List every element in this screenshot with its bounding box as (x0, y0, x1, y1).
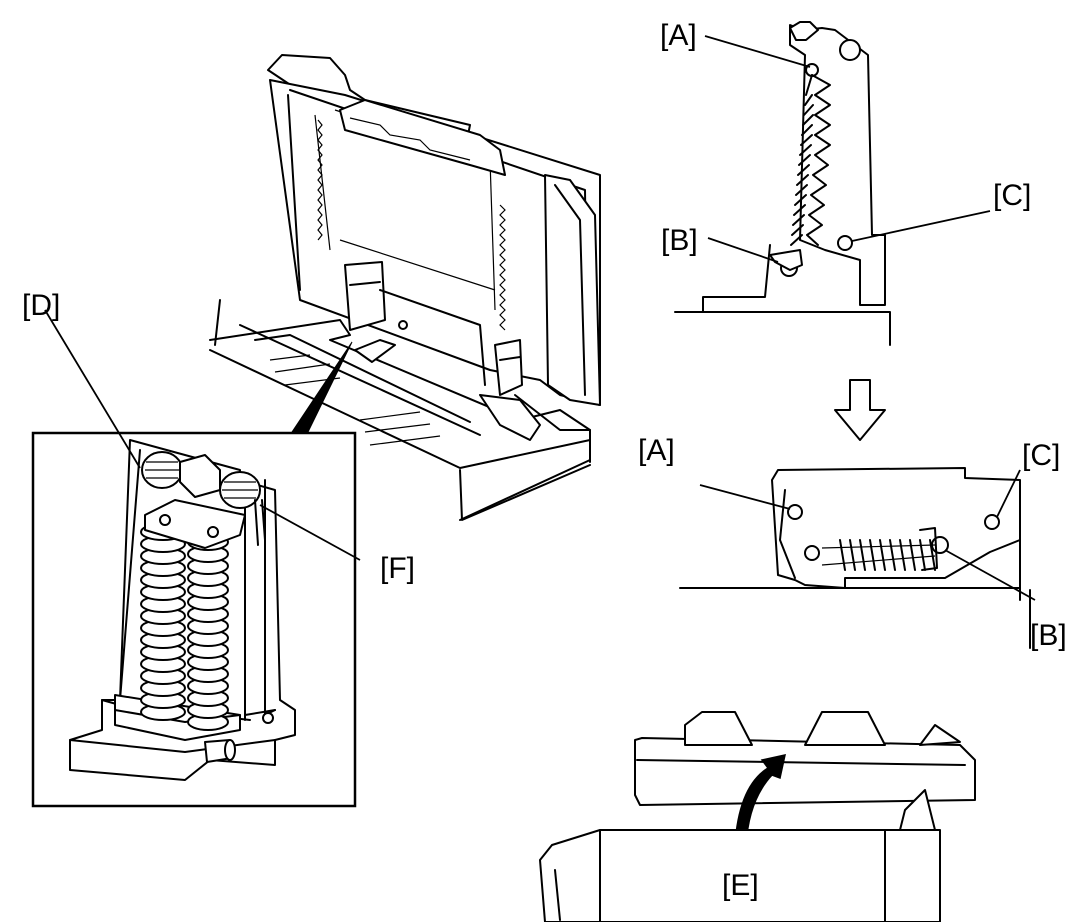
callout-a-bottom: [A] (638, 434, 675, 467)
callout-b-bottom: [B] (1030, 619, 1067, 652)
callout-b-top: [B] (661, 224, 698, 257)
detail-pointer (291, 341, 353, 433)
adf-unit-illustration (209, 54, 601, 521)
hinge-closed-illustration (679, 467, 1031, 649)
callout-c-bottom: [C] (1022, 439, 1060, 472)
callout-c-top: [C] (993, 179, 1031, 212)
callout-e: [E] (722, 869, 759, 902)
callout-d: [D] (22, 289, 60, 322)
transition-arrow-icon (834, 379, 886, 441)
platen-cover-lift-illustration (539, 711, 976, 922)
callout-a-top: [A] (660, 19, 697, 52)
hinge-raised-illustration (674, 21, 891, 346)
spring-detail-inset (31, 431, 357, 808)
callout-f: [F] (380, 552, 415, 585)
leader-lines (44, 35, 1036, 601)
coil-spring-right (187, 533, 229, 731)
coil-spring-left (140, 523, 186, 721)
